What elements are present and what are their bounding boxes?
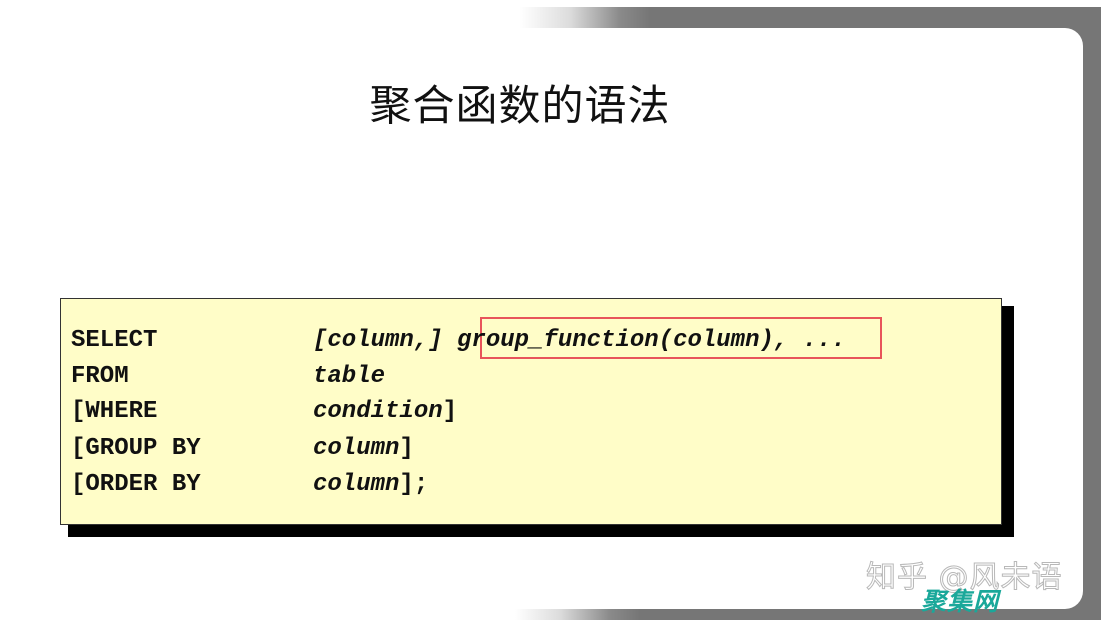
site-watermark: 聚集网 bbox=[921, 587, 1000, 616]
code-line-order-by: [ORDER BY column]; bbox=[71, 467, 428, 503]
code-line-where: [WHERE condition] bbox=[71, 394, 457, 430]
arg-column-optional: [column,] bbox=[313, 327, 458, 354]
keyword-order-by: [ORDER BY bbox=[71, 471, 201, 498]
keyword-select: SELECT bbox=[71, 327, 158, 354]
arg-column: column bbox=[313, 471, 400, 498]
keyword-where: [WHERE bbox=[71, 398, 158, 425]
arg-ellipsis: , ... bbox=[773, 327, 846, 354]
bracket-close-semicolon: ]; bbox=[399, 471, 429, 498]
bracket-close: ] bbox=[442, 398, 458, 425]
code-line-select: SELECT [column,] group_function(column), … bbox=[71, 323, 846, 359]
arg-group-function: group_function(column) bbox=[457, 327, 774, 354]
arg-column: column bbox=[313, 435, 400, 462]
syntax-code-box: SELECT [column,] group_function(column), … bbox=[60, 298, 1002, 525]
top-decorative-bar bbox=[500, 7, 1101, 29]
arg-table: table bbox=[313, 363, 386, 390]
bracket-close: ] bbox=[399, 435, 414, 462]
keyword-group-by: [GROUP BY bbox=[71, 435, 201, 462]
code-line-from: FROM table bbox=[71, 359, 385, 395]
slide-title: 聚合函数的语法 bbox=[369, 81, 671, 130]
zhihu-watermark: 知乎 @风未语 bbox=[866, 560, 1063, 596]
keyword-from: FROM bbox=[71, 363, 129, 390]
arg-condition: condition bbox=[313, 398, 443, 425]
code-line-group-by: [GROUP BY column] bbox=[71, 431, 414, 467]
